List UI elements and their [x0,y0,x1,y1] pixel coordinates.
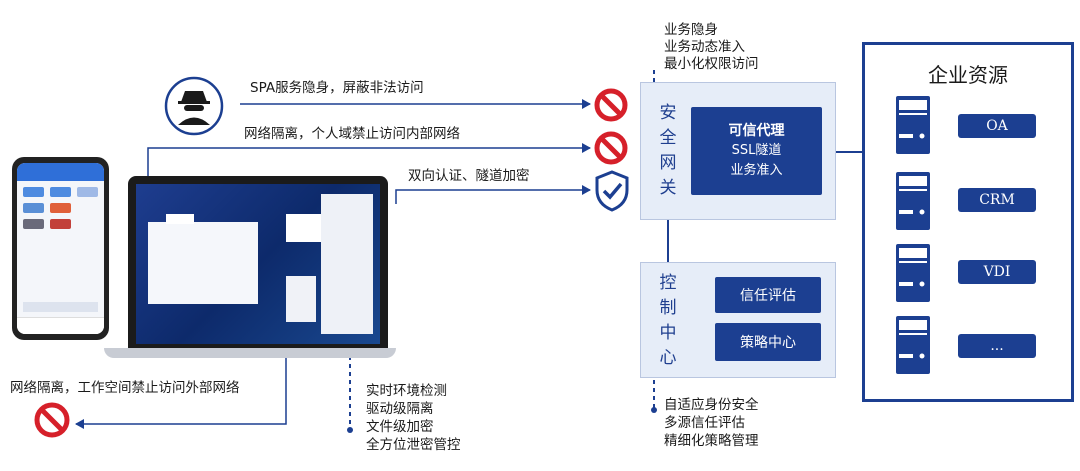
trusted-proxy-box: 可信代理 SSL隧道 业务准入 [691,107,822,195]
server-icon-vdi [896,244,930,302]
isolation-external-arrow [75,356,287,429]
resource-crm: CRM [958,188,1036,212]
spa-text: SPA服务隐身，屏蔽非法访问 [250,80,424,96]
security-gateway-panel: 安 全 网 关 可信代理 SSL隧道 业务准入 [640,82,836,220]
deny-icon-internal [594,131,628,165]
hacker-icon [164,76,224,136]
resource-vdi: VDI [958,260,1036,284]
phone-screen [17,163,104,334]
isolation-external-text: 网络隔离，工作空间禁止访问外部网络 [10,380,240,396]
auth-text: 双向认证、隧道加密 [408,168,530,184]
control-notes: 自适应身份安全 多源信任评估 精细化策略管理 [664,397,759,449]
server-icon-other [896,316,930,374]
deny-icon-spa [594,88,628,122]
shield-check-icon [594,170,630,212]
laptop-base [104,348,396,358]
server-icon-oa [896,96,930,154]
laptop-screen [128,176,388,350]
policy-center-box: 策略中心 [715,323,821,361]
resource-oa: OA [958,114,1036,138]
enterprise-title: 企业资源 [928,63,1008,87]
control-center-panel: 控 制 中 心 信任评估 策略中心 [640,262,836,378]
laptop [104,176,396,362]
server-icon-crm [896,172,930,230]
resource-more: ... [958,334,1036,358]
mobile-phone [12,157,109,340]
control-title: 控 制 中 心 [659,273,677,368]
gateway-title: 安 全 网 关 [659,103,677,198]
isolation-internal-text: 网络隔离，个人域禁止访问内部网络 [244,126,460,142]
endpoint-notes: 实时环境检测 驱动级隔离 文件级加密 全方位泄密管控 [366,383,461,453]
deny-icon-external [34,402,70,438]
trust-evaluation-box: 信任评估 [715,277,821,313]
top-notes: 业务隐身 业务动态准入 最小化权限访问 [664,22,759,72]
auth-arrow [395,185,591,204]
